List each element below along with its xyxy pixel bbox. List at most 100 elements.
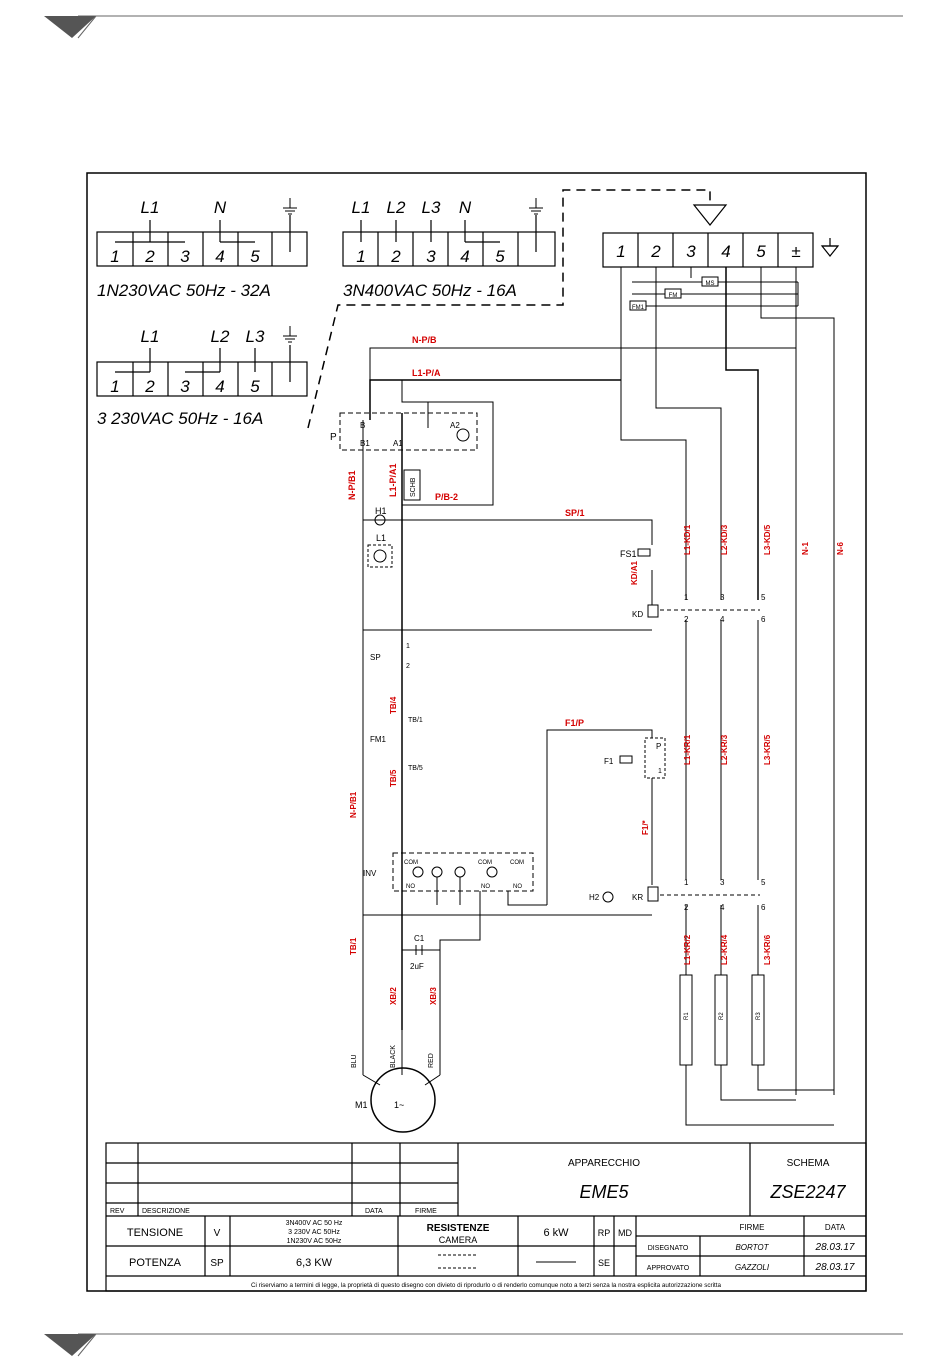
svg-text:3 230V AC 50Hz: 3 230V AC 50Hz [288, 1229, 340, 1236]
wire-label-l2-kd-3: L2-KD/3 [720, 524, 729, 555]
connector-triangle-icon [692, 204, 728, 226]
motor-m1-icon [370, 1067, 436, 1133]
inverter-box [392, 852, 534, 892]
svg-text:2: 2 [406, 663, 410, 670]
svg-text:REV: REV [110, 1208, 125, 1215]
svg-text:FIRME: FIRME [740, 1223, 765, 1232]
earth-icon [283, 326, 297, 343]
svg-text:COM: COM [478, 860, 492, 866]
terminal-3-230 [96, 345, 308, 397]
t3-l1-label: L1 [141, 327, 160, 346]
wire-label-l3-kd-5: L3-KD/5 [763, 524, 772, 555]
svg-text:6,3 KW: 6,3 KW [296, 1257, 333, 1269]
header-band [44, 15, 903, 39]
wire-label-l1-kr-1: L1-KR/1 [683, 734, 692, 765]
schema-value: ZSE2247 [769, 1182, 846, 1202]
svg-text:1: 1 [658, 768, 662, 775]
svg-text:INV: INV [363, 869, 377, 878]
wire-label-n-1: N-1 [801, 542, 810, 555]
svg-text:A1: A1 [393, 439, 403, 448]
t2-n-label: N [459, 198, 472, 217]
svg-text:28.03.17: 28.03.17 [815, 1242, 855, 1253]
svg-text:FM: FM [669, 293, 678, 299]
t3-num-1: 1 [110, 377, 119, 396]
t2-num-4: 4 [460, 247, 469, 266]
small-box-fm [664, 288, 682, 299]
svg-text:RP: RP [598, 1228, 611, 1238]
inverter-indicator-icon [431, 866, 443, 878]
svg-text:FM1: FM1 [632, 305, 645, 311]
chassis-ground-icon [820, 238, 840, 257]
svg-text:NO: NO [406, 884, 415, 890]
inverter-wiring [363, 877, 652, 945]
heater-r3 [751, 974, 765, 1066]
svg-text:SE: SE [598, 1258, 610, 1268]
t3-num-4: 4 [215, 377, 224, 396]
svg-text:F1: F1 [604, 757, 614, 766]
wire-label-l3-kr-6: L3-KR/6 [763, 934, 772, 965]
t1-num-4: 4 [215, 247, 224, 266]
t1-num-2: 2 [144, 247, 155, 266]
main-terminal-block [602, 232, 814, 268]
wire-label-n-p-b1: N-P/B1 [347, 470, 357, 500]
svg-text:CAMERA: CAMERA [439, 1235, 478, 1245]
svg-text:BLACK: BLACK [390, 1045, 397, 1068]
mt-num-5: 5 [756, 242, 766, 261]
t2-num-2: 2 [390, 247, 401, 266]
mt-num-3: 3 [686, 242, 696, 261]
svg-text:6: 6 [761, 903, 766, 912]
svg-text:H1: H1 [375, 506, 387, 516]
svg-text:FM1: FM1 [370, 735, 387, 744]
heater-wiring [685, 620, 834, 1126]
wire-label-f1-p: F1/P [565, 718, 584, 728]
f1-icon [619, 755, 633, 764]
svg-text:NO: NO [481, 884, 490, 890]
svg-text:P: P [656, 742, 661, 751]
dashed-connector [307, 189, 711, 429]
wire-label-n-p-b1-b: N-P/B1 [349, 791, 358, 818]
wire-label-p-b-2: P/B-2 [435, 492, 458, 502]
pressure-gauge-icon [456, 428, 470, 442]
wire-label-l1-kr-2: L1-KR/2 [683, 934, 692, 965]
wire-label-xb-3: XB/3 [429, 987, 438, 1005]
t1-caption: 1N230VAC 50Hz - 32A [97, 281, 271, 300]
footer-notice: Ci riserviamo a termini di legge, la pro… [251, 1282, 722, 1289]
svg-text:1: 1 [406, 643, 410, 650]
svg-text:KR: KR [632, 893, 643, 902]
svg-text:SCHB: SCHB [410, 477, 417, 497]
svg-text:6 kW: 6 kW [543, 1227, 569, 1239]
apparecchio-value: EME5 [579, 1182, 629, 1202]
kd-coil-icon [647, 604, 659, 618]
svg-text:1: 1 [684, 878, 689, 887]
small-box-fm1 [629, 300, 647, 311]
svg-text:COM: COM [404, 860, 418, 866]
svg-text:1: 1 [684, 593, 689, 602]
svg-text:28.03.17: 28.03.17 [815, 1262, 855, 1273]
wire-label-l1-kd-1: L1-KD/1 [683, 524, 692, 555]
lamp-l1-box [367, 544, 393, 568]
svg-text:MD: MD [618, 1228, 632, 1238]
small-box-ms [701, 276, 719, 287]
wire-label-l1-p-a1: L1-P/A1 [388, 463, 398, 497]
terminal-1n230 [96, 215, 308, 267]
svg-text:GAZZOLI: GAZZOLI [735, 1263, 770, 1272]
svg-text:R2: R2 [719, 1012, 725, 1020]
t2-num-1: 1 [356, 247, 365, 266]
t1-l1-label: L1 [141, 198, 160, 217]
kr-coil-icon [647, 886, 659, 902]
wire-label-n-p-b: N-P/B [412, 335, 437, 345]
mt-num-4: 4 [721, 242, 730, 261]
footer-band [44, 1333, 903, 1357]
wire-label-n-6: N-6 [836, 542, 845, 555]
schema-label: SCHEMA [787, 1158, 830, 1169]
wire-label-xb-2: XB/2 [389, 987, 398, 1005]
t2-l2-label: L2 [387, 198, 406, 217]
svg-text:DISEGNATO: DISEGNATO [648, 1245, 689, 1252]
svg-text:SP: SP [370, 653, 381, 662]
svg-text:MS: MS [706, 281, 715, 287]
t1-num-1: 1 [110, 247, 119, 266]
lamp-h2-icon [602, 891, 614, 903]
svg-text:COM: COM [510, 860, 524, 866]
t1-num-5: 5 [250, 247, 260, 266]
mt-num-1: 1 [616, 242, 625, 261]
